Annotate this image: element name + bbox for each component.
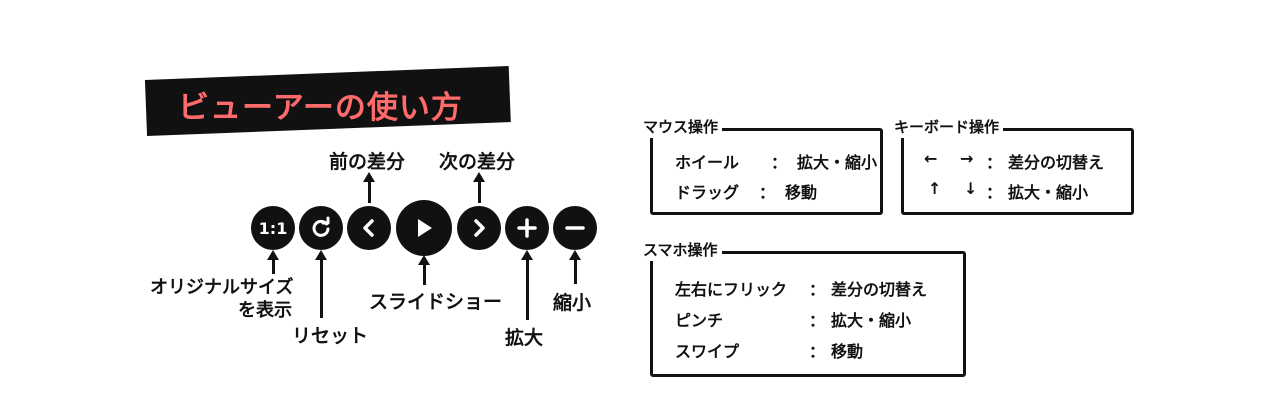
keyboard-row-sep: ： [986,183,1003,202]
keyboard-row-sep: ： [986,153,1003,172]
left-arrow-key-icon: ← [924,149,938,168]
mouse-row-key: ドラッグ [675,183,740,202]
actual-size-pointer [271,258,275,274]
mouse-operation-box: マウス操作 ホイール ： 拡大・縮小 ドラッグ ： 移動 [643,116,883,215]
page-title: ビューアーの使い方 [178,90,463,126]
next-diff-button[interactable] [457,206,501,250]
slideshow-label: スライドショー [369,291,503,313]
reset-arrowhead [315,250,327,260]
smartphone-row-sep: ： [809,342,826,361]
reset-pointer [319,258,323,318]
prev-diff-pointer [367,181,371,203]
actual-size-arrowhead [267,250,279,260]
up-arrow-key-icon: ↑ [928,179,942,198]
smartphone-row-sep: ： [809,311,826,330]
mouse-row-key: ホイール [675,153,740,172]
zoom-in-arrowhead [521,250,533,260]
slideshow-arrowhead [418,255,430,265]
reset-icon [312,216,330,237]
chevron-right-icon [474,219,485,237]
zoom-out-arrowhead [569,250,581,260]
smartphone-row-key: 左右にフリック [675,280,788,299]
actual-size-icon: 1:1 [258,218,288,238]
zoom-in-pointer [525,258,529,320]
reset-label: リセット [292,325,369,347]
plus-icon [517,218,537,238]
right-arrow-key-icon: → [960,149,974,168]
keyboard-box-title: キーボード操作 [894,116,1004,138]
smartphone-row-sep: ： [809,280,826,299]
mouse-row-sep: ： [771,153,788,172]
minus-icon [565,226,585,230]
zoom-out-button[interactable] [553,206,597,250]
smartphone-row-key: スワイプ [675,342,740,361]
keyboard-operation-box: キーボード操作 ← → ： 差分の切替え ↑ ↓ ： 拡大・縮小 [894,116,1134,215]
smartphone-operation-box: スマホ操作 左右にフリック ： 差分の切替え ピンチ ： 拡大・縮小 スワイプ … [643,239,966,377]
next-diff-label: 次の差分 [439,151,516,173]
mouse-box-title: マウス操作 [643,116,723,138]
slideshow-pointer [422,263,426,285]
prev-diff-arrowhead [363,172,375,182]
keyboard-row-action: 拡大・縮小 [1008,183,1089,202]
zoom-in-label: 拡大 [505,327,544,349]
next-diff-pointer [477,181,481,203]
play-icon [418,219,432,237]
smartphone-row-action: 拡大・縮小 [831,311,912,330]
next-diff-arrowhead [473,172,485,182]
keyboard-row-action: 差分の切替え [1008,153,1105,172]
zoom-out-pointer [573,258,577,284]
mouse-row-action: 移動 [785,183,818,202]
slideshow-button[interactable] [396,200,452,256]
actual-size-button[interactable]: 1:1 [251,206,295,250]
mouse-row-action: 拡大・縮小 [797,153,878,172]
smartphone-row-action: 移動 [831,342,864,361]
down-arrow-key-icon: ↓ [964,179,978,198]
zoom-in-button[interactable] [505,206,549,250]
mouse-row-sep: ： [759,183,776,202]
actual-size-label-line2: を表示 [238,300,292,321]
zoom-out-label: 縮小 [553,292,592,314]
reset-button[interactable] [299,206,343,250]
chevron-left-icon [363,219,374,237]
smartphone-box-title: スマホ操作 [643,239,722,261]
smartphone-row-key: ピンチ [675,311,724,330]
prev-diff-label: 前の差分 [329,151,406,173]
actual-size-label-line1: オリジナルサイズ [150,277,294,298]
prev-diff-button[interactable] [347,206,391,250]
smartphone-row-action: 差分の切替え [831,280,928,299]
